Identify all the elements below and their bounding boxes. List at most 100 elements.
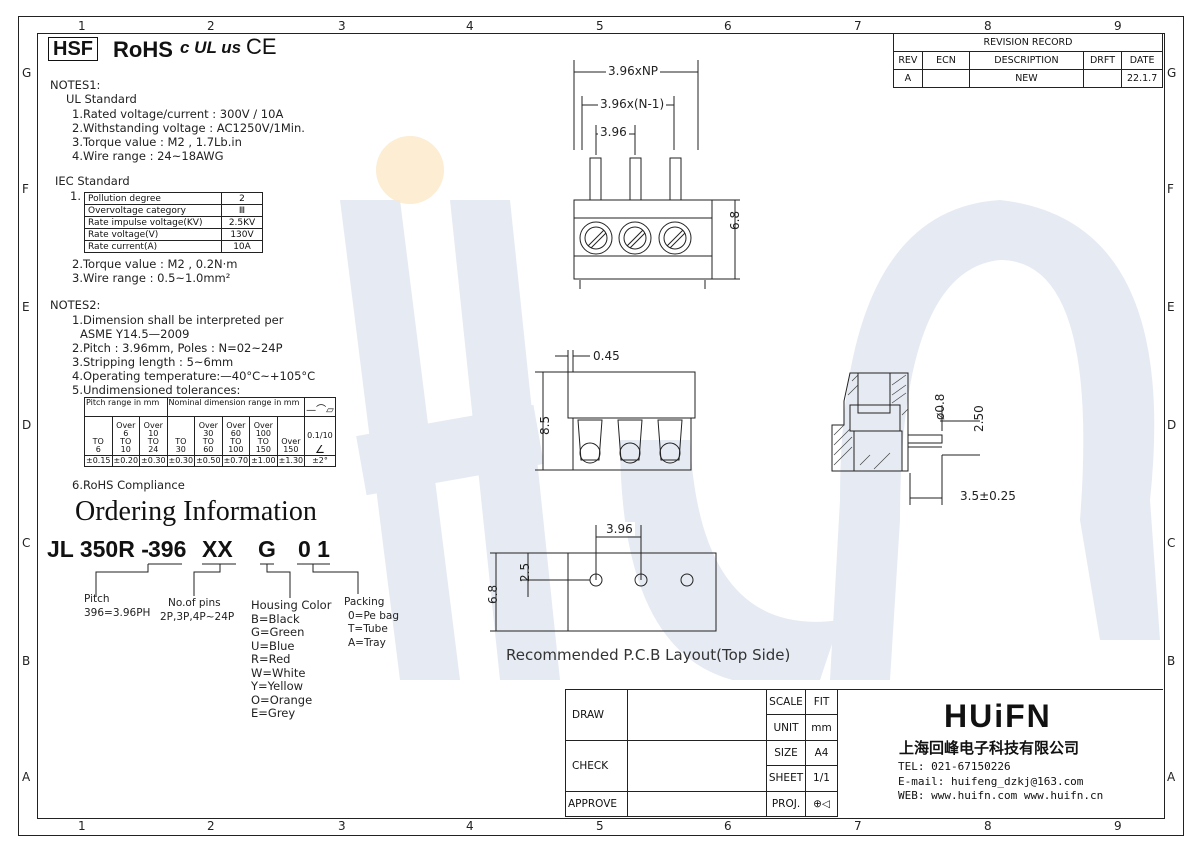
zone-number: 2 <box>207 19 215 33</box>
iec-value: 2 <box>221 192 263 205</box>
tolerance-range-text: Over <box>253 421 273 430</box>
zone-letter: A <box>1167 770 1176 784</box>
pitch-legend-value: 396=3.96PH <box>84 606 151 619</box>
pcb-layout-caption: Recommended P.C.B Layout(Top Side) <box>506 646 791 664</box>
huifn-company-logo: HUiFN <box>944 698 1052 734</box>
tolerance-range-text: 100 <box>228 445 244 454</box>
ul-item: 2.Withstanding voltage : AC1250V/1Min. <box>72 121 305 135</box>
zone-number: 1 <box>78 19 86 33</box>
tolerance-range-text: TO <box>175 437 187 446</box>
zone-number: 6 <box>724 19 732 33</box>
tolerance-value: ±0.30 <box>139 455 168 467</box>
rohs-logo: RoHS <box>113 37 173 62</box>
pitch-legend-title: Pitch <box>84 593 110 605</box>
company-tel: TEL: 021-67150226 <box>898 760 1011 773</box>
approve-label: APPROVE <box>565 790 628 818</box>
dim-8-5-height: 8.5 <box>538 415 552 435</box>
ul-logo: c UL us <box>180 38 242 57</box>
iec-row: Rate voltage(V)130V <box>84 228 263 241</box>
zone-number: 7 <box>854 819 862 833</box>
notes2-item: 5.Undimensioned tolerances: <box>72 383 241 397</box>
zone-number: 3 <box>338 19 346 33</box>
color-option: U=Blue <box>251 638 295 653</box>
color-option: E=Grey <box>251 706 296 720</box>
zone-letter: C <box>1167 536 1176 550</box>
revision-cell <box>921 69 971 88</box>
check-value[interactable] <box>627 739 767 792</box>
notes2-item: 4.Operating temperature:—40°C~+105°C <box>72 369 316 383</box>
tolerance-table: Pitch range in mm Nominal dimension rang… <box>84 397 336 467</box>
zone-number: 9 <box>1114 819 1122 833</box>
color-option: Y=Yellow <box>251 679 304 693</box>
tolerance-range-text: 100 <box>255 429 271 438</box>
zone-letter: E <box>22 300 30 314</box>
draw-label: DRAW <box>565 689 628 741</box>
dim-6-8-height: 6.8 <box>728 210 742 230</box>
company-email: E-mail: huifeng_dzkj@163.com <box>898 774 1084 788</box>
pins-legend-value: 2P,3P,4P~24P <box>160 610 235 623</box>
tolerance-range-text: TO <box>257 437 269 446</box>
tolerance-range-text: 30 <box>175 445 186 454</box>
zone-letter: G <box>1167 66 1177 80</box>
ul-standard-list: 1.Rated voltage/current : 300V / 10A 2.W… <box>72 107 305 163</box>
dim-3-96-pitch: 3.96 <box>598 125 629 139</box>
zone-letter: F <box>1167 182 1174 196</box>
tolerance-range-text: Over <box>116 421 136 430</box>
ordering-code-color: G <box>258 536 276 562</box>
dim-pcb-6-8: 6.8 <box>486 584 500 604</box>
revision-cell: NEW <box>969 69 1084 88</box>
dim-0-45: 0.45 <box>593 349 620 363</box>
side-view-drawing <box>535 350 696 471</box>
iec-item-number: 1. <box>70 189 81 203</box>
iec-param: Rate current(A) <box>84 240 222 253</box>
nominal-range-header: Nominal dimension range in mm <box>166 397 306 417</box>
dim-2-50: 2.50 <box>972 405 986 432</box>
tolerance-value: ±1.30 <box>276 455 306 467</box>
iec-item: 3.Wire range : 0.5~1.0mm² <box>72 271 231 285</box>
tolerance-range-text: 24 <box>148 445 159 454</box>
zone-number: 3 <box>338 819 346 833</box>
zone-number: 5 <box>596 19 604 33</box>
notes2-list: 1.Dimension shall be interpreted per ASM… <box>72 313 315 397</box>
packing-option: 0=Pe bag <box>348 609 399 622</box>
tolerance-value: ±0.20 <box>111 455 141 467</box>
angle-symbol: ∠ <box>315 443 325 456</box>
pitch-range-header: Pitch range in mm <box>84 397 168 417</box>
dim-pcb-2-5: 2.5 <box>518 562 532 582</box>
dim-3-96-n-1: 3.96x(N-1) <box>598 97 667 111</box>
iec-item: 2.Torque value : M2 , 0.2N·m <box>72 257 238 271</box>
packing-option: T=Tube <box>348 623 388 635</box>
company-web: WEB: www.huifn.com www.huifn.cn <box>898 789 1104 802</box>
flatness-value: 0.1/10∠ <box>304 416 336 456</box>
rohs-compliance-note: 6.RoHS Compliance <box>72 478 185 492</box>
iec-row: Rate impulse voltage(KV)2.5KV <box>84 216 263 229</box>
tolerance-range-text: TO <box>120 437 132 446</box>
tolerance-range-text: 60 <box>203 445 214 454</box>
projection-symbol: ⊕◁ <box>805 790 838 818</box>
tolerance-range-text: 60 <box>230 429 241 438</box>
notes2-item: 3.Stripping length : 5~6mm <box>72 355 234 369</box>
iec-param: Rate impulse voltage(KV) <box>84 216 222 229</box>
zone-letter: G <box>22 66 32 80</box>
draw-value[interactable] <box>627 689 767 741</box>
zone-letter: E <box>1167 300 1175 314</box>
color-option: B=Black <box>251 611 300 626</box>
drawing-inner-frame <box>37 33 1165 819</box>
ordering-code-pins: XX <box>202 536 233 562</box>
pins-legend-title: No.of pins <box>168 597 221 609</box>
packing-legend-title: Packing <box>344 596 385 608</box>
ordering-leader-lines <box>95 563 359 598</box>
revision-header: DESCRIPTION <box>969 51 1084 70</box>
zone-number: 4 <box>466 19 474 33</box>
size-label: SIZE <box>766 739 806 767</box>
tolerance-range-text: 150 <box>283 445 299 454</box>
company-name-cn: 上海回峰电子科技有限公司 <box>899 739 1080 757</box>
dim-3-5-tolerance: 3.5±0.25 <box>958 489 1018 503</box>
approve-value[interactable] <box>627 790 767 818</box>
scale-value: FIT <box>805 688 838 716</box>
